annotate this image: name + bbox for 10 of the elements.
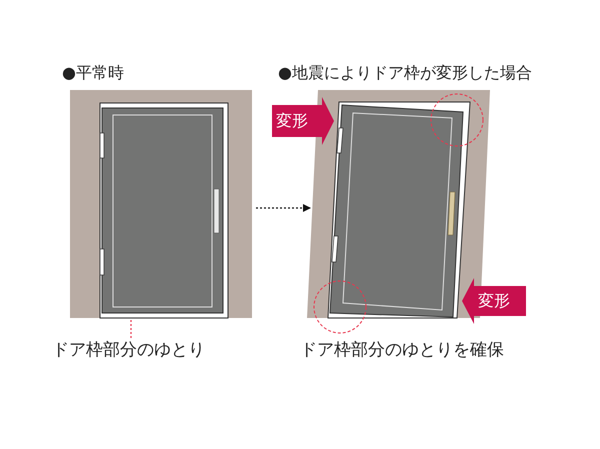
arrow	[256, 204, 311, 212]
caption-text: ドア枠部分のゆとりを確保	[300, 339, 504, 362]
scene-heading: ●平常時	[62, 62, 124, 84]
force-arrow	[462, 278, 526, 324]
caption-text: ドア枠部分のゆとり	[52, 339, 205, 362]
leader-line	[130, 318, 132, 338]
scene-heading: ●地震によりドア枠が変形した場合	[278, 62, 532, 84]
arrow-label: 変形	[478, 291, 510, 311]
force-arrow	[272, 97, 334, 145]
arrow-label: 変形	[276, 111, 308, 131]
